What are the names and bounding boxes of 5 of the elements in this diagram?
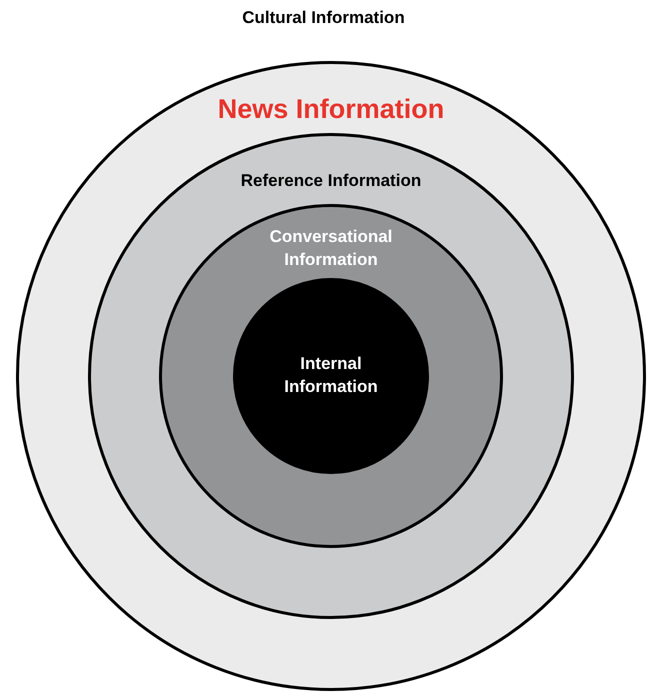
ring-label: Conversational Information — [268, 226, 394, 271]
ring-label: News Information — [218, 93, 444, 126]
diagram-title: Cultural Information — [241, 8, 406, 28]
ring-label: Reference Information — [240, 170, 422, 192]
ring-label: Internal Information — [283, 353, 379, 398]
